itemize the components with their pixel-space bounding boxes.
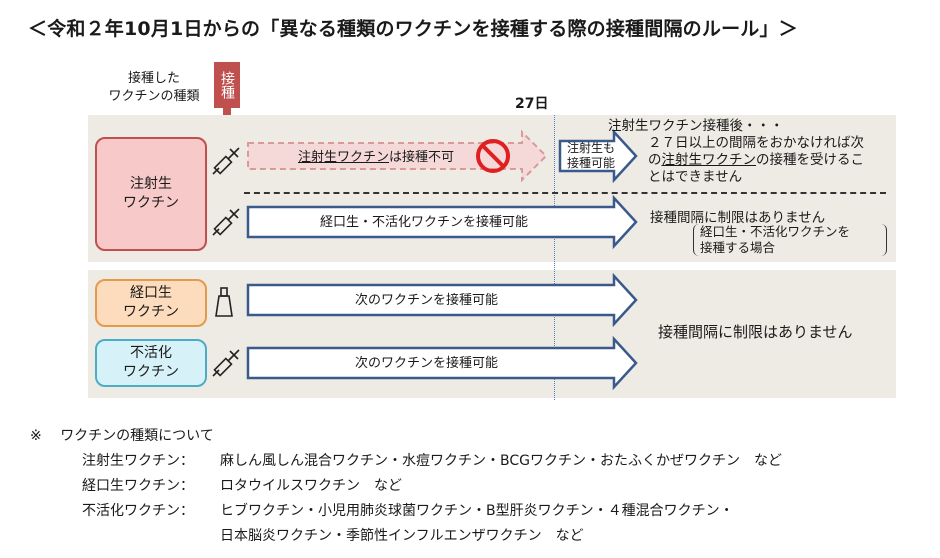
prohibited-arrow: [247, 129, 548, 183]
notes-oral-label: 経口生ワクチン：: [82, 478, 194, 494]
after-injection-line2: ２７日以上の間隔をおかなければ次: [648, 135, 864, 151]
after-injection-line3-post: の接種を受けるこ: [756, 152, 864, 168]
after-injection-line4: とはできません: [648, 169, 743, 185]
prohibited-arrow-label: 注射生ワクチンは接種不可: [298, 149, 454, 166]
vaccine-type-label-line1: 接種した: [127, 71, 180, 86]
inactivated-next-allowed-arrow: [246, 335, 638, 391]
syringe-icon: [212, 349, 240, 377]
no-limit-explanation: 接種間隔に制限はありません: [650, 210, 826, 226]
notes-heading: ※ ワクチンの種類について: [30, 424, 214, 448]
notes-inactivated-row-2: 日本脳炎ワクチン・季節性インフルエンザワクチン など: [220, 524, 584, 548]
no-limit-bottom-explanation: 接種間隔に制限はありません: [658, 323, 853, 341]
notes-oral-examples: ロタウイルスワクチン など: [220, 478, 402, 494]
oral-bottle-icon: [215, 287, 233, 317]
after-27-days-arrow-label: 注射生も 接種可能: [563, 141, 619, 171]
notes-inactivated-label: 不活化ワクチン：: [82, 503, 194, 519]
day-27-line: [554, 115, 555, 400]
notes-injection-row: 注射生ワクチン： 麻しん風しん混合ワクチン・水痘ワクチン・BCGワクチン・おたふく…: [82, 449, 782, 473]
inactivated-vaccine-box: 不活化 ワクチン: [95, 339, 207, 387]
oral-inactivated-allowed-label: 経口生・不活化ワクチンを接種可能: [320, 215, 529, 230]
notes-heading-mark: ※: [30, 428, 42, 444]
oral-inactivated-allowed-arrow: [246, 194, 638, 250]
prohibited-arrow-label-rest: は接種不可: [389, 150, 455, 165]
notes-inactivated-examples-line2: 日本脳炎ワクチン・季節性インフルエンザワクチン など: [220, 528, 584, 544]
prohibited-arrow-label-underlined: 注射生ワクチン: [298, 150, 390, 165]
vaccine-type-column-label: 接種した ワクチンの種類: [92, 70, 216, 106]
after-injection-line3: の注射生ワクチンの接種を受けるこ: [608, 152, 864, 169]
inactivated-next-allowed-label: 次のワクチンを接種可能: [355, 356, 499, 371]
injection-live-vaccine-box: 注射生 ワクチン: [95, 137, 207, 251]
vaccination-tag-label: 接種: [219, 71, 235, 99]
notes-inactivated-examples-line1: ヒブワクチン・小児用肺炎球菌ワクチン・B型肝炎ワクチン・４種混合ワクチン・: [220, 503, 734, 519]
day-marker-label: 27日: [515, 96, 549, 112]
case-note-line2: 接種する場合: [700, 240, 776, 255]
syringe-icon: [212, 147, 240, 175]
notes-oral-row: 経口生ワクチン： ロタウイルスワクチン など: [82, 474, 402, 498]
after-27-days-arrow-label-line1: 注射生も: [566, 141, 615, 155]
row-separator: [244, 192, 886, 194]
after-injection-line1: 注射生ワクチン接種後・・・: [608, 118, 784, 134]
notes-injection-examples: 麻しん風しん混合ワクチン・水痘ワクチン・BCGワクチン・おたふくかぜワクチン な…: [220, 453, 782, 469]
vaccination-tag: 接種: [214, 62, 240, 108]
notes-inactivated-row: 不活化ワクチン： ヒブワクチン・小児用肺炎球菌ワクチン・B型肝炎ワクチン・４種混合…: [82, 499, 734, 523]
oral-live-vaccine-box: 経口生 ワクチン: [95, 279, 207, 327]
after-injection-line3-pre: の: [648, 152, 662, 168]
oral-next-allowed-label: 次のワクチンを接種可能: [355, 293, 499, 308]
case-note-line1: 経口生・不活化ワクチンを: [700, 224, 851, 239]
after-27-days-arrow: [558, 128, 638, 184]
prohibited-icon: [476, 139, 510, 173]
after-injection-explanation: 注射生ワクチン接種後・・・ ２７日以上の間隔をおかなければ次 の注射生ワクチンの…: [608, 118, 864, 186]
page-title: ＜令和２年10月1日からの「異なる種類のワクチンを接種する際の接種間隔のルール」…: [28, 18, 798, 40]
notes-heading-text: ワクチンの種類について: [60, 428, 214, 444]
case-note: 経口生・不活化ワクチンを 接種する場合: [693, 224, 887, 256]
after-27-days-arrow-label-line2: 接種可能: [566, 156, 615, 170]
syringe-icon: [212, 208, 240, 236]
after-injection-line3-underlined: 注射生ワクチン: [661, 152, 757, 168]
vaccine-type-label-line2: ワクチンの種類: [108, 89, 200, 104]
oral-next-allowed-arrow: [246, 272, 638, 328]
notes-injection-label: 注射生ワクチン：: [82, 453, 194, 469]
